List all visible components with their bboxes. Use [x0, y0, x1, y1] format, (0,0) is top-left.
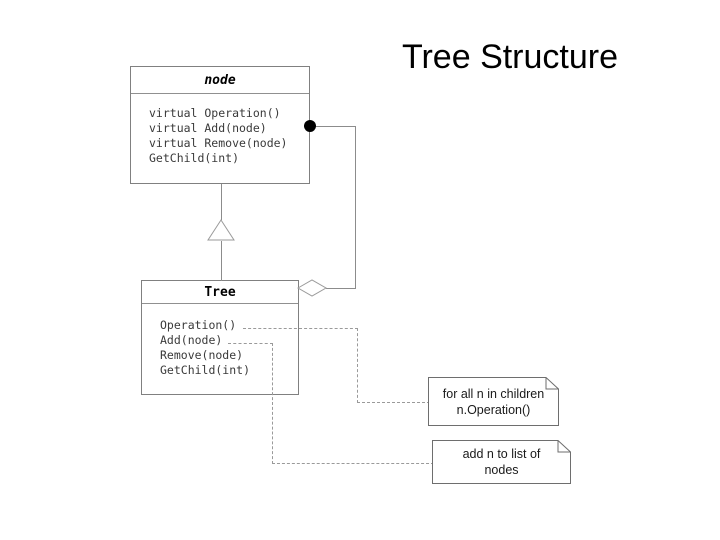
note-anchor-add-v [272, 343, 273, 464]
uml-member: Add(node) [160, 332, 223, 347]
uml-member: virtual Add(node) [149, 120, 267, 135]
note-add-text: add n to list of nodes [462, 447, 541, 477]
navigability-dot-icon [304, 120, 316, 132]
uml-member: virtual Operation() [149, 106, 281, 120]
generalization-line-upper [221, 184, 222, 220]
uml-member: Remove(node) [160, 347, 244, 362]
note-anchor-add-h2 [272, 463, 434, 464]
aggregation-diamond-icon [297, 279, 327, 297]
note-for-all-n-in-children[interactable]: for all n in children n.Operation() [428, 377, 559, 426]
uml-member: virtual Remove(node) [149, 135, 288, 150]
page-title: Tree Structure [401, 38, 619, 76]
note-anchor-add-h1 [228, 343, 273, 344]
note-shape-icon [428, 377, 559, 426]
note-anchor-operation-h2 [357, 402, 430, 403]
uml-class-node-name: node [131, 67, 309, 94]
uml-member: GetChild(int) [149, 150, 240, 165]
generalization-line-lower [221, 241, 222, 281]
uml-class-node-members: virtual Operation() virtual Add(node) vi… [131, 94, 309, 166]
uml-class-node[interactable]: node virtual Operation() virtual Add(nod… [130, 66, 310, 184]
note-anchor-operation-h1 [243, 328, 358, 329]
aggregation-line-bottom [326, 288, 356, 289]
uml-member: Operation() [160, 318, 237, 332]
note-operation-text: for all n in children n.Operation() [442, 386, 545, 417]
uml-class-tree-name: Tree [142, 281, 298, 304]
generalization-triangle-icon [207, 219, 235, 241]
uml-class-tree[interactable]: Tree Operation() Add(node) Remove(node) … [141, 280, 299, 395]
note-anchor-operation-v [357, 328, 358, 403]
note-add-n-to-list-of-nodes[interactable]: add n to list of nodes [432, 440, 571, 484]
note-shape-icon [432, 440, 571, 484]
aggregation-line-right [355, 126, 356, 288]
uml-class-tree-members: Operation() Add(node) Remove(node) GetCh… [142, 304, 298, 378]
uml-member: GetChild(int) [160, 362, 251, 377]
aggregation-line-top [316, 126, 356, 127]
